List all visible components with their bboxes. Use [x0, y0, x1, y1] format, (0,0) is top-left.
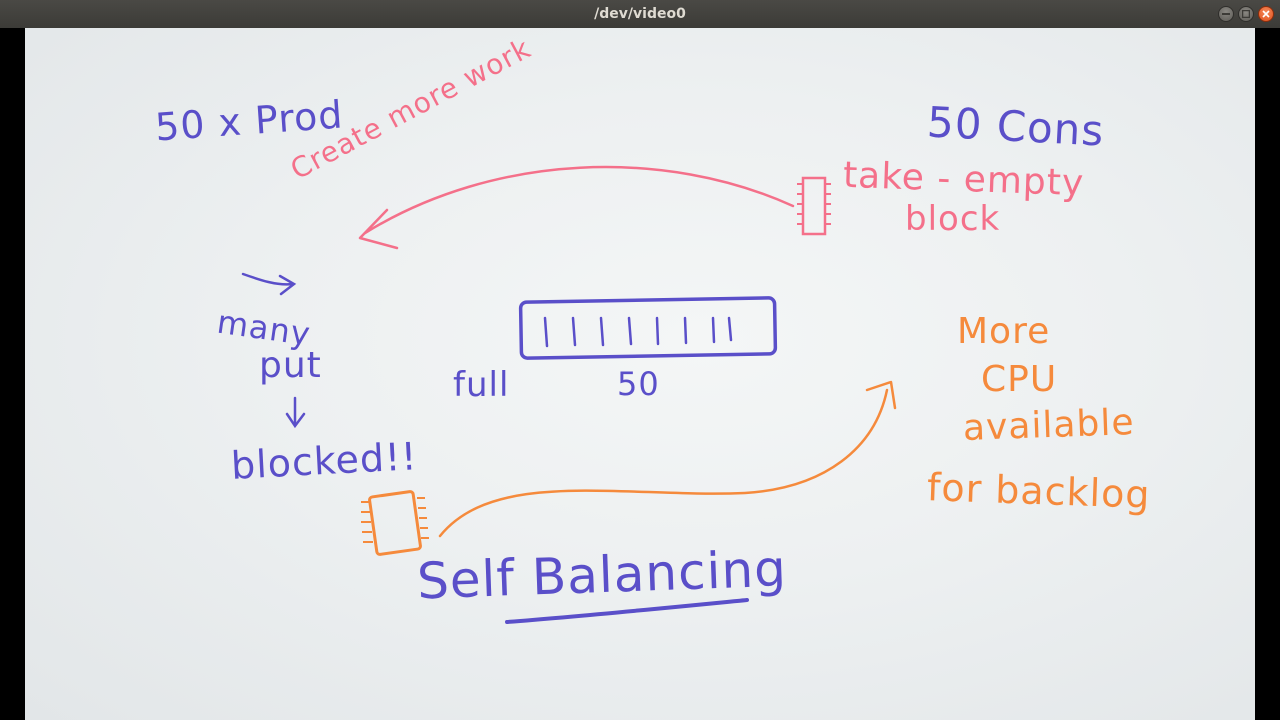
more-cpu-line-4: for backlog — [926, 465, 1152, 517]
minimize-button[interactable] — [1218, 6, 1234, 22]
more-cpu-line-3: available — [962, 402, 1136, 449]
queue-size-label: 50 — [617, 365, 660, 403]
put-label: put — [259, 345, 322, 386]
close-icon — [1262, 10, 1270, 18]
feedback-arrow-line — [363, 165, 795, 235]
incoming-arrowhead — [278, 274, 297, 296]
queue-box — [518, 296, 778, 360]
down-arrowhead — [285, 412, 306, 429]
cpu-arrow-line — [438, 388, 889, 538]
maximize-icon — [1242, 10, 1250, 18]
more-cpu-line-1: More — [957, 311, 1051, 352]
window-titlebar[interactable]: /dev/video0 — [0, 0, 1280, 28]
self-balancing-underline — [505, 598, 749, 624]
maximize-button[interactable] — [1238, 6, 1254, 22]
self-balancing-label: Self Balancing — [416, 539, 788, 611]
blocked-label: blocked!! — [229, 434, 419, 488]
window-title: /dev/video0 — [594, 6, 686, 22]
window-controls — [1218, 6, 1274, 22]
take-empty-label: take - empty — [842, 154, 1085, 205]
feedback-arrowhead — [358, 208, 399, 250]
more-cpu-line-2: CPU — [981, 359, 1058, 400]
cpu-arrowhead — [865, 380, 897, 410]
consumer-chip-icon — [797, 176, 831, 236]
minimize-icon — [1222, 13, 1230, 15]
block-label: block — [905, 199, 1001, 239]
full-label: full — [453, 365, 510, 405]
whiteboard-drawing — [241, 165, 897, 624]
incoming-arrow — [241, 272, 295, 286]
close-button[interactable] — [1258, 6, 1274, 22]
producer-chip-icon — [361, 490, 429, 556]
whiteboard: 50 x Prod 50 Cons Create more work take … — [25, 28, 1255, 720]
consumer-label: 50 Cons — [925, 97, 1106, 156]
